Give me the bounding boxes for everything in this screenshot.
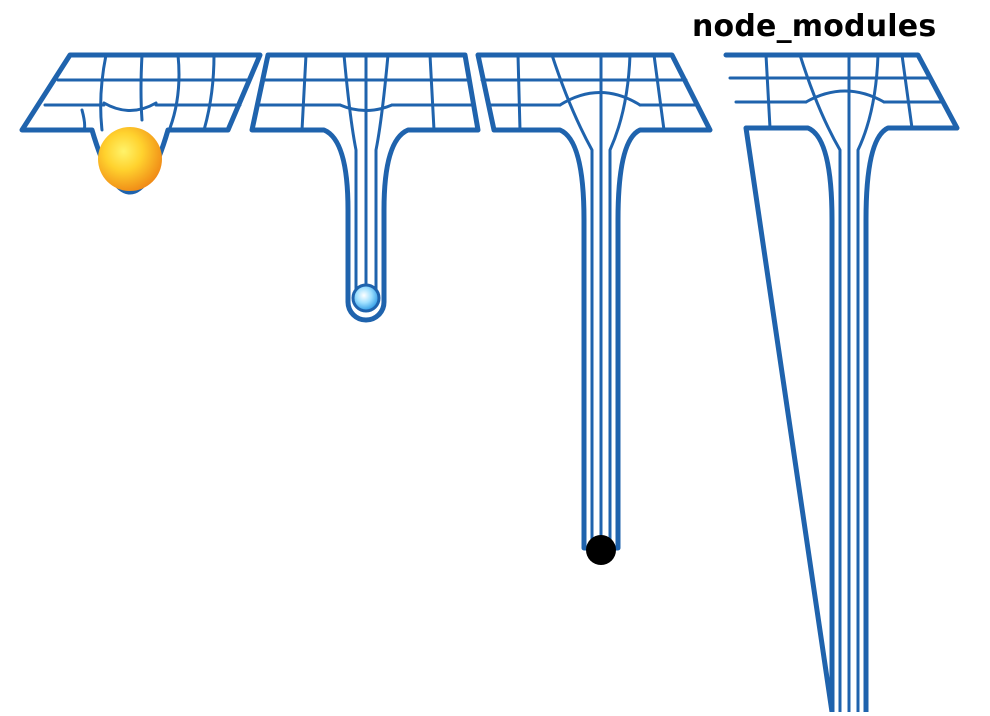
node-modules-caption: node_modules [692,9,937,44]
shallow-well-grid [19,52,263,195]
deeper-well-grid [475,52,713,551]
deep-well-grid [249,52,481,323]
bottomless-well-grid [723,52,960,715]
blue-star-object [351,283,381,313]
sun-object [98,127,162,191]
black-hole-object [586,535,616,565]
